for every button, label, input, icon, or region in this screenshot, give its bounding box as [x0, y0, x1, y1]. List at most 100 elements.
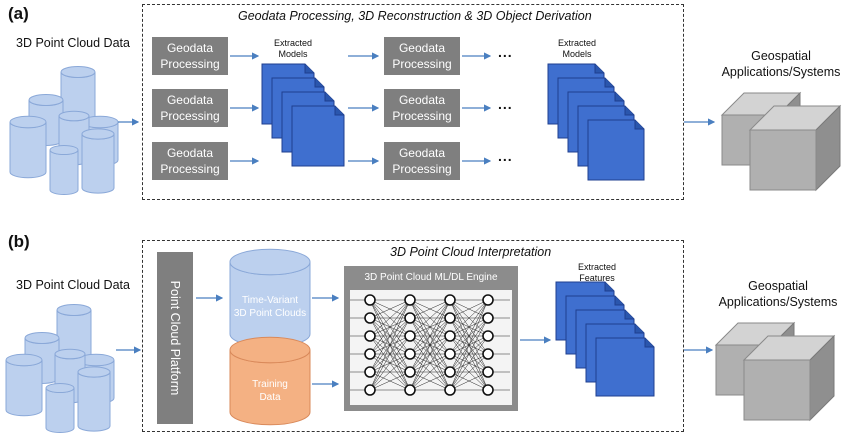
panel-b-cylinder-4-top	[5, 353, 43, 367]
nn-node-15	[444, 330, 456, 342]
nn-edge	[409, 371, 451, 391]
geodata-processing-box-b2: Geodata Processing	[384, 89, 460, 127]
extracted-models-label-1: Extracted Models	[273, 38, 313, 59]
nn-edge	[369, 299, 411, 319]
nn-edge	[449, 299, 489, 319]
extracted-features-label: Extracted Features	[577, 262, 617, 283]
extracted-model-b-5	[587, 119, 645, 181]
nn-edge	[409, 299, 451, 355]
nn-edge	[409, 353, 451, 391]
training-data-cylinder-top	[229, 336, 311, 364]
nn-edge	[409, 299, 451, 373]
nn-edge	[409, 299, 451, 319]
panel-a-cylinder-1-top	[60, 66, 96, 78]
nn-node-3	[364, 330, 376, 342]
extracted-feature-corner-2	[614, 296, 624, 306]
extracted-model-a-corner-2	[314, 78, 324, 88]
nn-edge	[449, 299, 489, 391]
extracted-model-b-corner-5	[634, 120, 644, 130]
geodata-processing-box-a1: Geodata Processing	[152, 37, 228, 75]
panel-a-cylinder-6	[49, 149, 79, 195]
nn-node-5	[364, 366, 376, 378]
panel-b-output-label: Geospatial Applications/Systems	[718, 279, 838, 309]
panel-a-frame	[142, 4, 684, 200]
nn-node-6	[364, 384, 376, 396]
nn-edge	[369, 353, 411, 391]
panel-a-cylinder-7	[81, 133, 115, 194]
nn-edge	[409, 317, 451, 391]
nn-node-1	[364, 294, 376, 306]
panel-b-frame	[142, 240, 684, 432]
panel-a-output-label: Geospatial Applications/Systems	[721, 49, 841, 79]
panel-b-cylinder-5-top	[54, 348, 86, 360]
nn-edge	[369, 317, 411, 391]
panel-a-input-label: 3D Point Cloud Data	[16, 36, 130, 50]
panel-b-cylinder-6-top	[45, 383, 75, 393]
nn-edge	[449, 353, 489, 391]
nn-node-19	[482, 294, 494, 306]
panel-a-cylinder-4-top	[9, 115, 47, 129]
panel-a-label: (a)	[8, 4, 29, 23]
nn-edge	[449, 299, 489, 355]
nn-node-23	[482, 366, 494, 378]
nn-node-8	[404, 312, 416, 324]
panel-b-cylinder-7-top	[77, 366, 111, 378]
panel-a-title: Geodata Processing, 3D Reconstruction & …	[238, 9, 592, 23]
panel-a-cylinder-2-top	[28, 94, 64, 106]
nn-edge	[369, 299, 411, 355]
geodata-processing-box-a2: Geodata Processing	[152, 89, 228, 127]
nn-edge	[449, 299, 489, 373]
nn-node-2	[364, 312, 376, 324]
panel-a-cylinder-6-top	[49, 145, 79, 155]
nn-edge	[409, 299, 451, 337]
panel-b-cylinder-2-top	[24, 332, 60, 344]
nn-edge	[369, 299, 411, 373]
extracted-models-label-2: Extracted Models	[557, 38, 597, 59]
extracted-feature-corner-5	[644, 338, 654, 348]
panel-b-cylinder-6	[45, 387, 75, 433]
nn-node-22	[482, 348, 494, 360]
nn-edge	[449, 317, 489, 391]
extracted-feature-corner-4	[634, 324, 644, 334]
nn-node-18	[444, 384, 456, 396]
nn-node-7	[404, 294, 416, 306]
nn-node-12	[404, 384, 416, 396]
extracted-feature-corner-1	[604, 282, 614, 292]
geodata-processing-box-b3: Geodata Processing	[384, 142, 460, 180]
extracted-model-b-corner-4	[624, 106, 634, 116]
nn-edge	[449, 335, 489, 391]
panel-b-cylinder-1-top	[56, 304, 92, 316]
cube-b-front-front	[743, 359, 811, 421]
extracted-feature-corner-3	[624, 310, 634, 320]
point-cloud-platform: Point Cloud Platform	[157, 252, 193, 424]
nn-node-17	[444, 366, 456, 378]
time-variant-label: Time-Variant 3D Point Clouds	[233, 295, 307, 319]
nn-node-20	[482, 312, 494, 324]
panel-b-cylinder-4	[5, 359, 43, 417]
extracted-model-b-corner-3	[614, 92, 624, 102]
nn-node-10	[404, 348, 416, 360]
nn-edge	[369, 299, 411, 391]
engine-title: 3D Point Cloud ML/DL Engine	[364, 272, 498, 283]
nn-node-14	[444, 312, 456, 324]
panel-b-label: (b)	[8, 232, 30, 251]
panel-a-cylinder-7-top	[81, 128, 115, 140]
panel-a-cylinder-5-top	[58, 110, 90, 122]
extracted-model-b-corner-1	[594, 64, 604, 74]
continuation-dots-3: ...	[498, 148, 513, 164]
nn-node-11	[404, 366, 416, 378]
nn-edge	[369, 299, 411, 337]
nn-edge	[449, 299, 489, 337]
nn-node-16	[444, 348, 456, 360]
extracted-model-a-4	[291, 105, 345, 167]
cube-a-front-front	[749, 129, 817, 191]
panel-a-cylinder-4	[9, 121, 47, 179]
nn-node-24	[482, 384, 494, 396]
panel-b-title: 3D Point Cloud Interpretation	[390, 245, 552, 259]
extracted-model-b-corner-2	[604, 78, 614, 88]
nn-edge	[369, 371, 411, 391]
nn-node-4	[364, 348, 376, 360]
geodata-processing-box-b1: Geodata Processing	[384, 37, 460, 75]
extracted-model-a-corner-4	[334, 106, 344, 116]
